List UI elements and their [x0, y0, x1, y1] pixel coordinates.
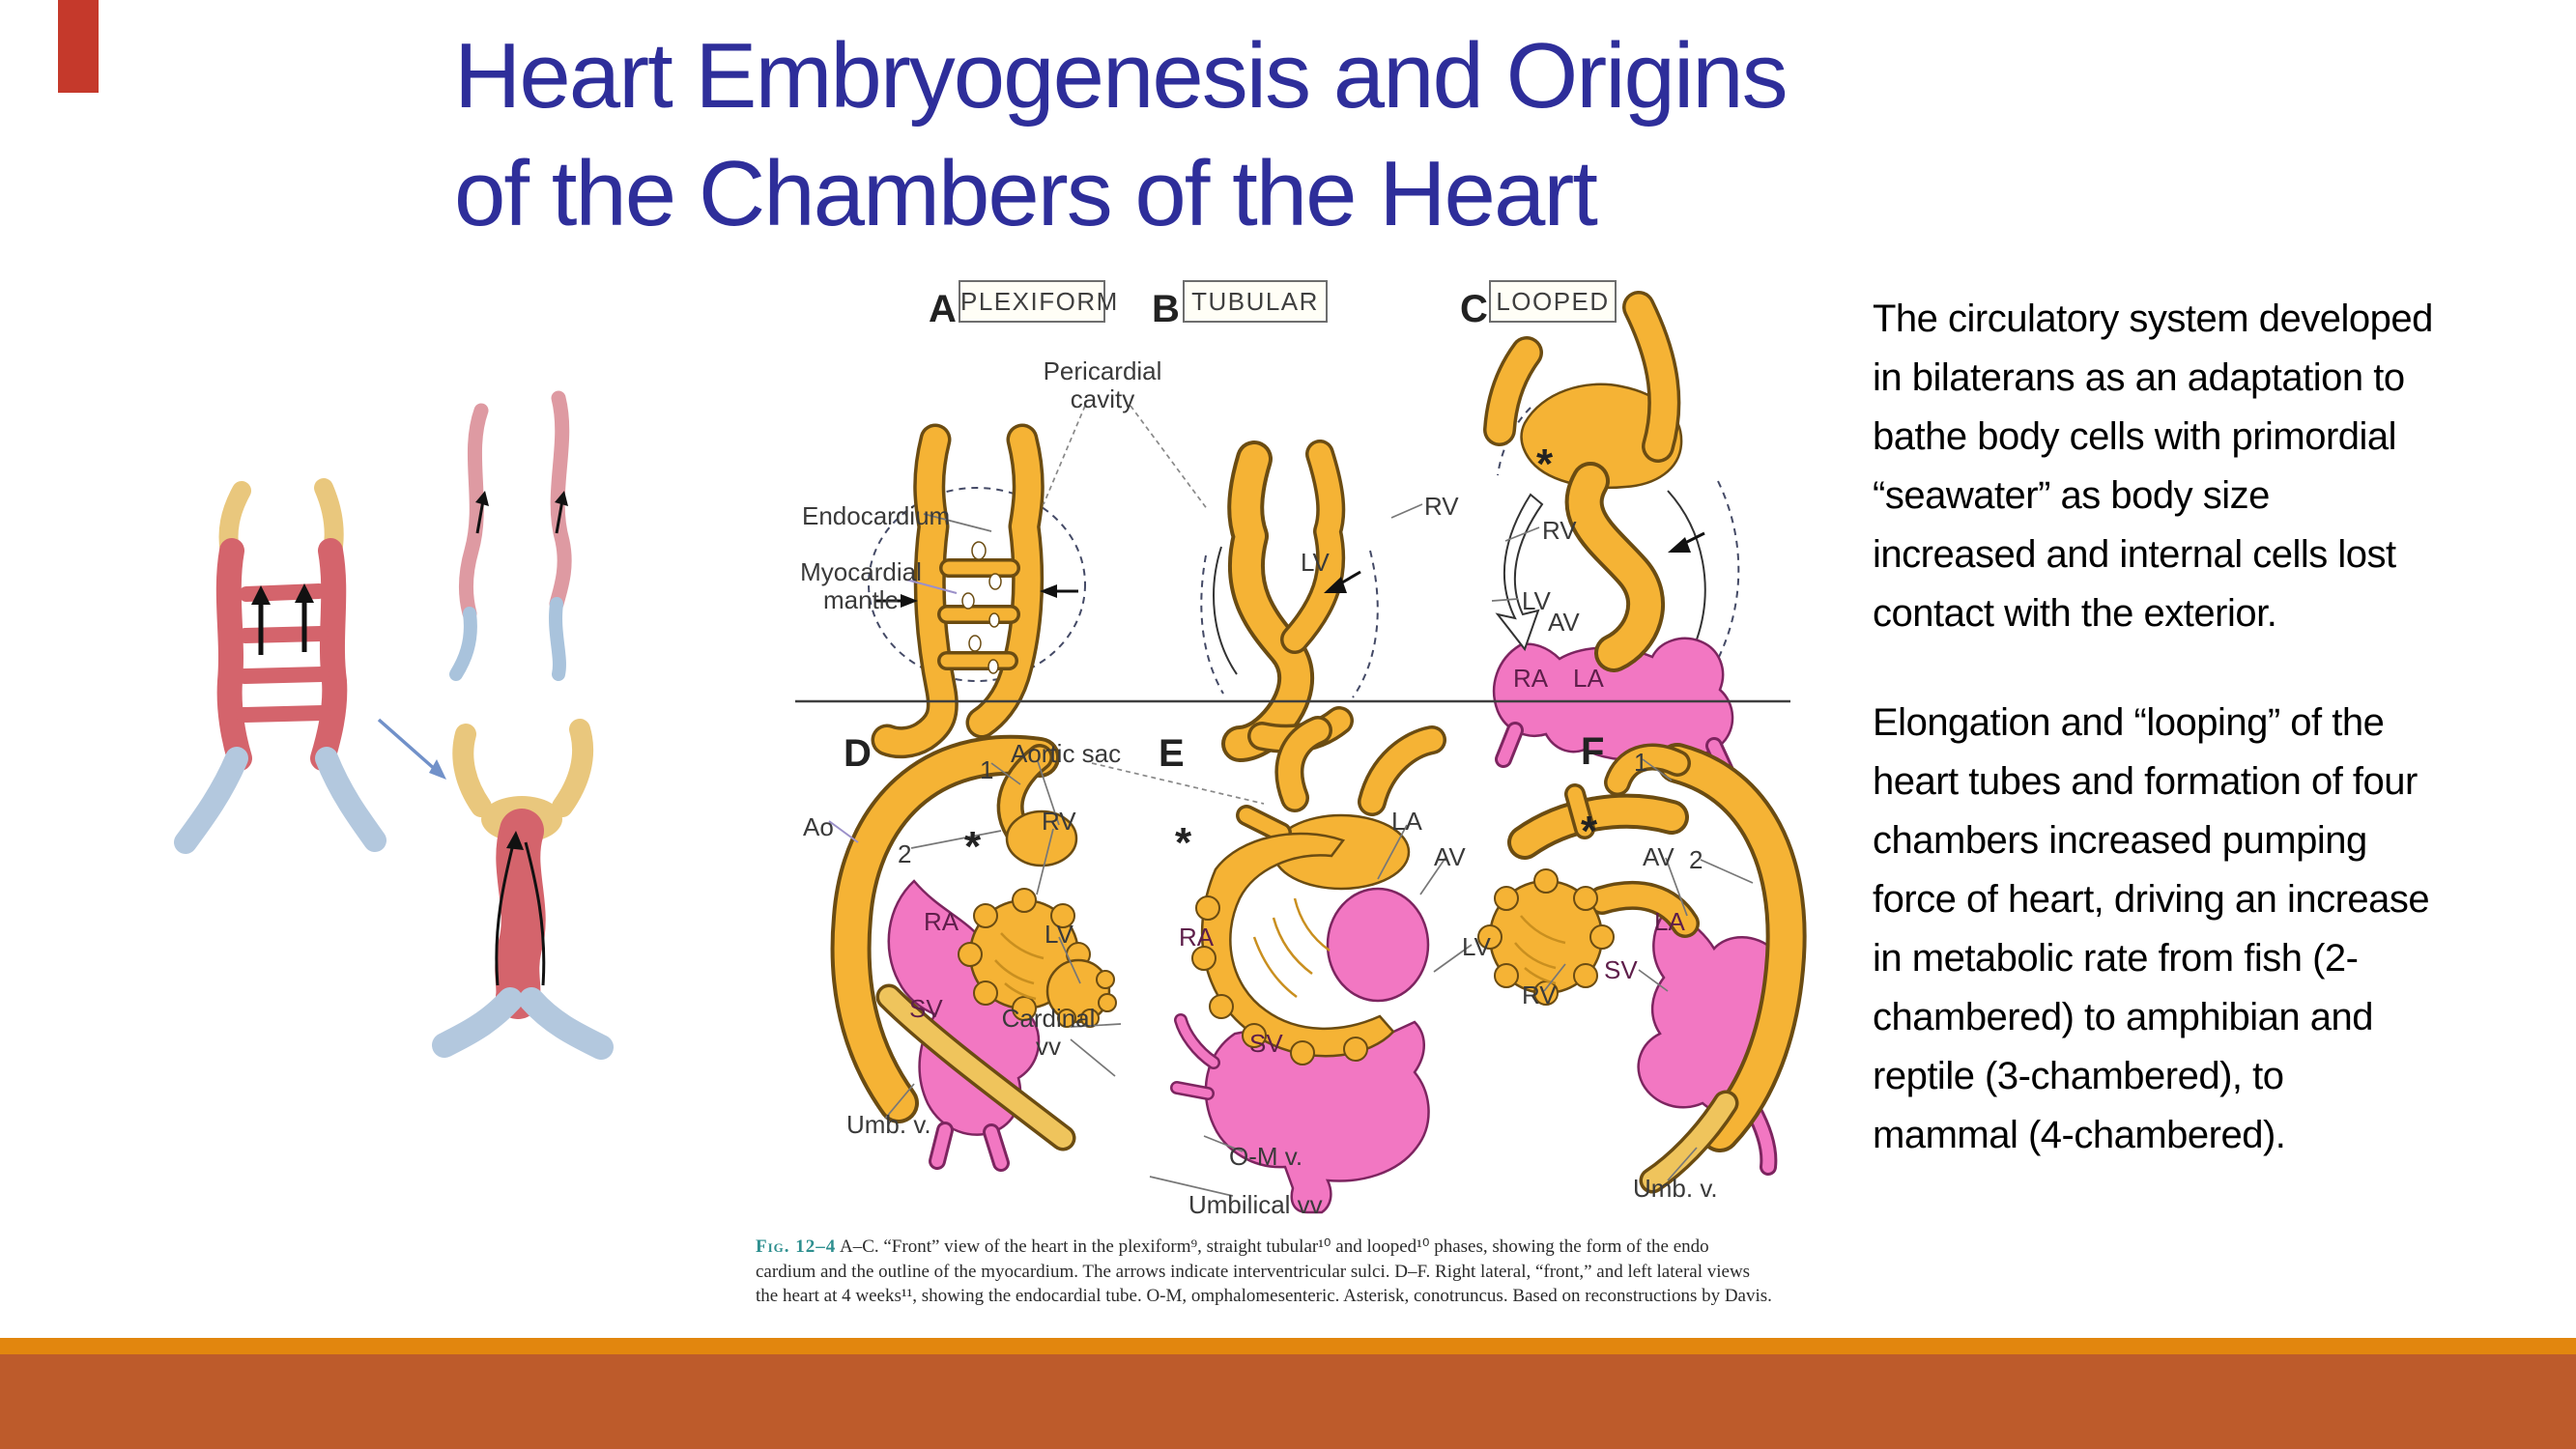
anatomy-label: 1	[980, 755, 994, 784]
figure-drawing	[795, 261, 1815, 1214]
footer-accent-bar	[0, 1338, 2576, 1354]
paragraph-elongation-looping: Elongation and “looping” of the heart tu…	[1873, 701, 2430, 1156]
anatomy-label: LA	[1654, 907, 1685, 936]
anatomy-label: Ao	[803, 812, 834, 841]
slide-title: Heart Embryogenesis and Origins of the C…	[454, 24, 1789, 245]
anatomy-label: AV	[1548, 608, 1580, 637]
photo-plexiform-model	[174, 478, 386, 854]
asterisk-conotruncus: *	[1581, 808, 1598, 855]
label-myocardial-mantle: Myocardial mantle	[800, 557, 922, 615]
panel-a-plexiform	[868, 440, 1086, 743]
panel-e-front	[1177, 730, 1432, 1214]
panel-c-looped	[1494, 307, 1740, 771]
caption-line-3: the heart at 4 weeks¹¹, showing the endo…	[756, 1286, 1772, 1306]
stage-box-tubular: TUBULAR	[1183, 280, 1328, 323]
panel-letter-d: D	[844, 732, 872, 775]
anatomy-label: LV	[1045, 920, 1073, 949]
stage-box-looped: LOOPED	[1489, 280, 1617, 323]
panel-letter-c: C	[1460, 288, 1488, 330]
transition-arrow-icon	[377, 718, 446, 780]
anatomy-label: LV	[1301, 548, 1330, 577]
leader-lines	[828, 405, 1754, 1197]
asterisk-conotruncus: *	[964, 823, 982, 870]
anatomy-label: Umbilical vv	[1188, 1190, 1323, 1219]
anatomy-label: RV	[1522, 980, 1557, 1009]
label-endocardium: Endocardium	[802, 501, 951, 530]
anatomy-label: Aortic sac	[1011, 739, 1122, 768]
anatomy-label: 1	[1634, 748, 1648, 777]
slide-accent-red-box	[58, 0, 99, 93]
figure-reference: Fig. 12–4	[756, 1236, 837, 1257]
anatomy-label: O-M v.	[1229, 1142, 1303, 1171]
asterisk-conotruncus: *	[1175, 819, 1192, 867]
panel-d-right-lateral	[851, 755, 1117, 1163]
panel-b-tubular	[1200, 454, 1379, 744]
panel-letter-b: B	[1152, 288, 1180, 330]
anatomy-label: RA	[1179, 923, 1215, 952]
anatomy-label: 2	[898, 839, 912, 868]
panel-f-left-lateral	[1477, 757, 1787, 1180]
photo-fused-tube-model	[432, 719, 614, 1060]
anatomy-label: LV	[1462, 932, 1491, 961]
anatomy-label: RV	[1542, 516, 1577, 545]
panel-letter-f: F	[1581, 730, 1605, 773]
anatomy-label: RV	[1424, 492, 1459, 521]
panel-letter-a: A	[929, 288, 957, 330]
anatomy-label: RA	[1513, 664, 1549, 693]
anatomy-label: RV	[1042, 807, 1076, 836]
anatomy-label: SV	[1249, 1029, 1283, 1058]
caption-line-2: cardium and the outline of the myocardiu…	[756, 1261, 1751, 1282]
anatomy-label: AV	[1434, 842, 1466, 871]
paragraph-circulatory-system: The circulatory system developed in bila…	[1873, 298, 2433, 635]
anatomy-label: LV	[1522, 586, 1551, 615]
heart-model-photos	[174, 390, 614, 1060]
stage-box-plexiform: PLEXIFORM	[959, 280, 1117, 323]
label-pericardial-cavity: Pericardial cavity	[1043, 356, 1162, 414]
body-text: The circulatory system developed in bila…	[1873, 290, 2568, 1215]
panel-letter-e: E	[1159, 732, 1185, 775]
anatomy-label: AV	[1643, 842, 1674, 871]
embryogenesis-figure: PLEXIFORM TUBULAR LOOPED A B C Pericardial …	[752, 261, 1815, 1314]
figure-caption: Fig. 12–4 A–C. “Front” view of the heart…	[756, 1235, 1815, 1309]
anatomy-label: SV	[1604, 955, 1638, 984]
footer-bar	[0, 1354, 2576, 1449]
anatomy-label: 2	[1689, 845, 1703, 874]
anatomy-label: Umb. v.	[1633, 1174, 1718, 1203]
anatomy-label: Umb. v.	[846, 1110, 931, 1139]
caption-line-1: Fig. 12–4 A–C. “Front” view of the heart…	[756, 1236, 1709, 1257]
anatomy-label: SV	[909, 994, 943, 1023]
anatomy-label: LA	[1391, 807, 1422, 836]
photo-paired-tubes	[449, 390, 572, 681]
anatomy-label: RA	[924, 907, 959, 936]
anatomy-label: LA	[1573, 664, 1604, 693]
anatomy-label: Cardinal vv	[1001, 1004, 1096, 1062]
asterisk-conotruncus: *	[1536, 440, 1554, 488]
